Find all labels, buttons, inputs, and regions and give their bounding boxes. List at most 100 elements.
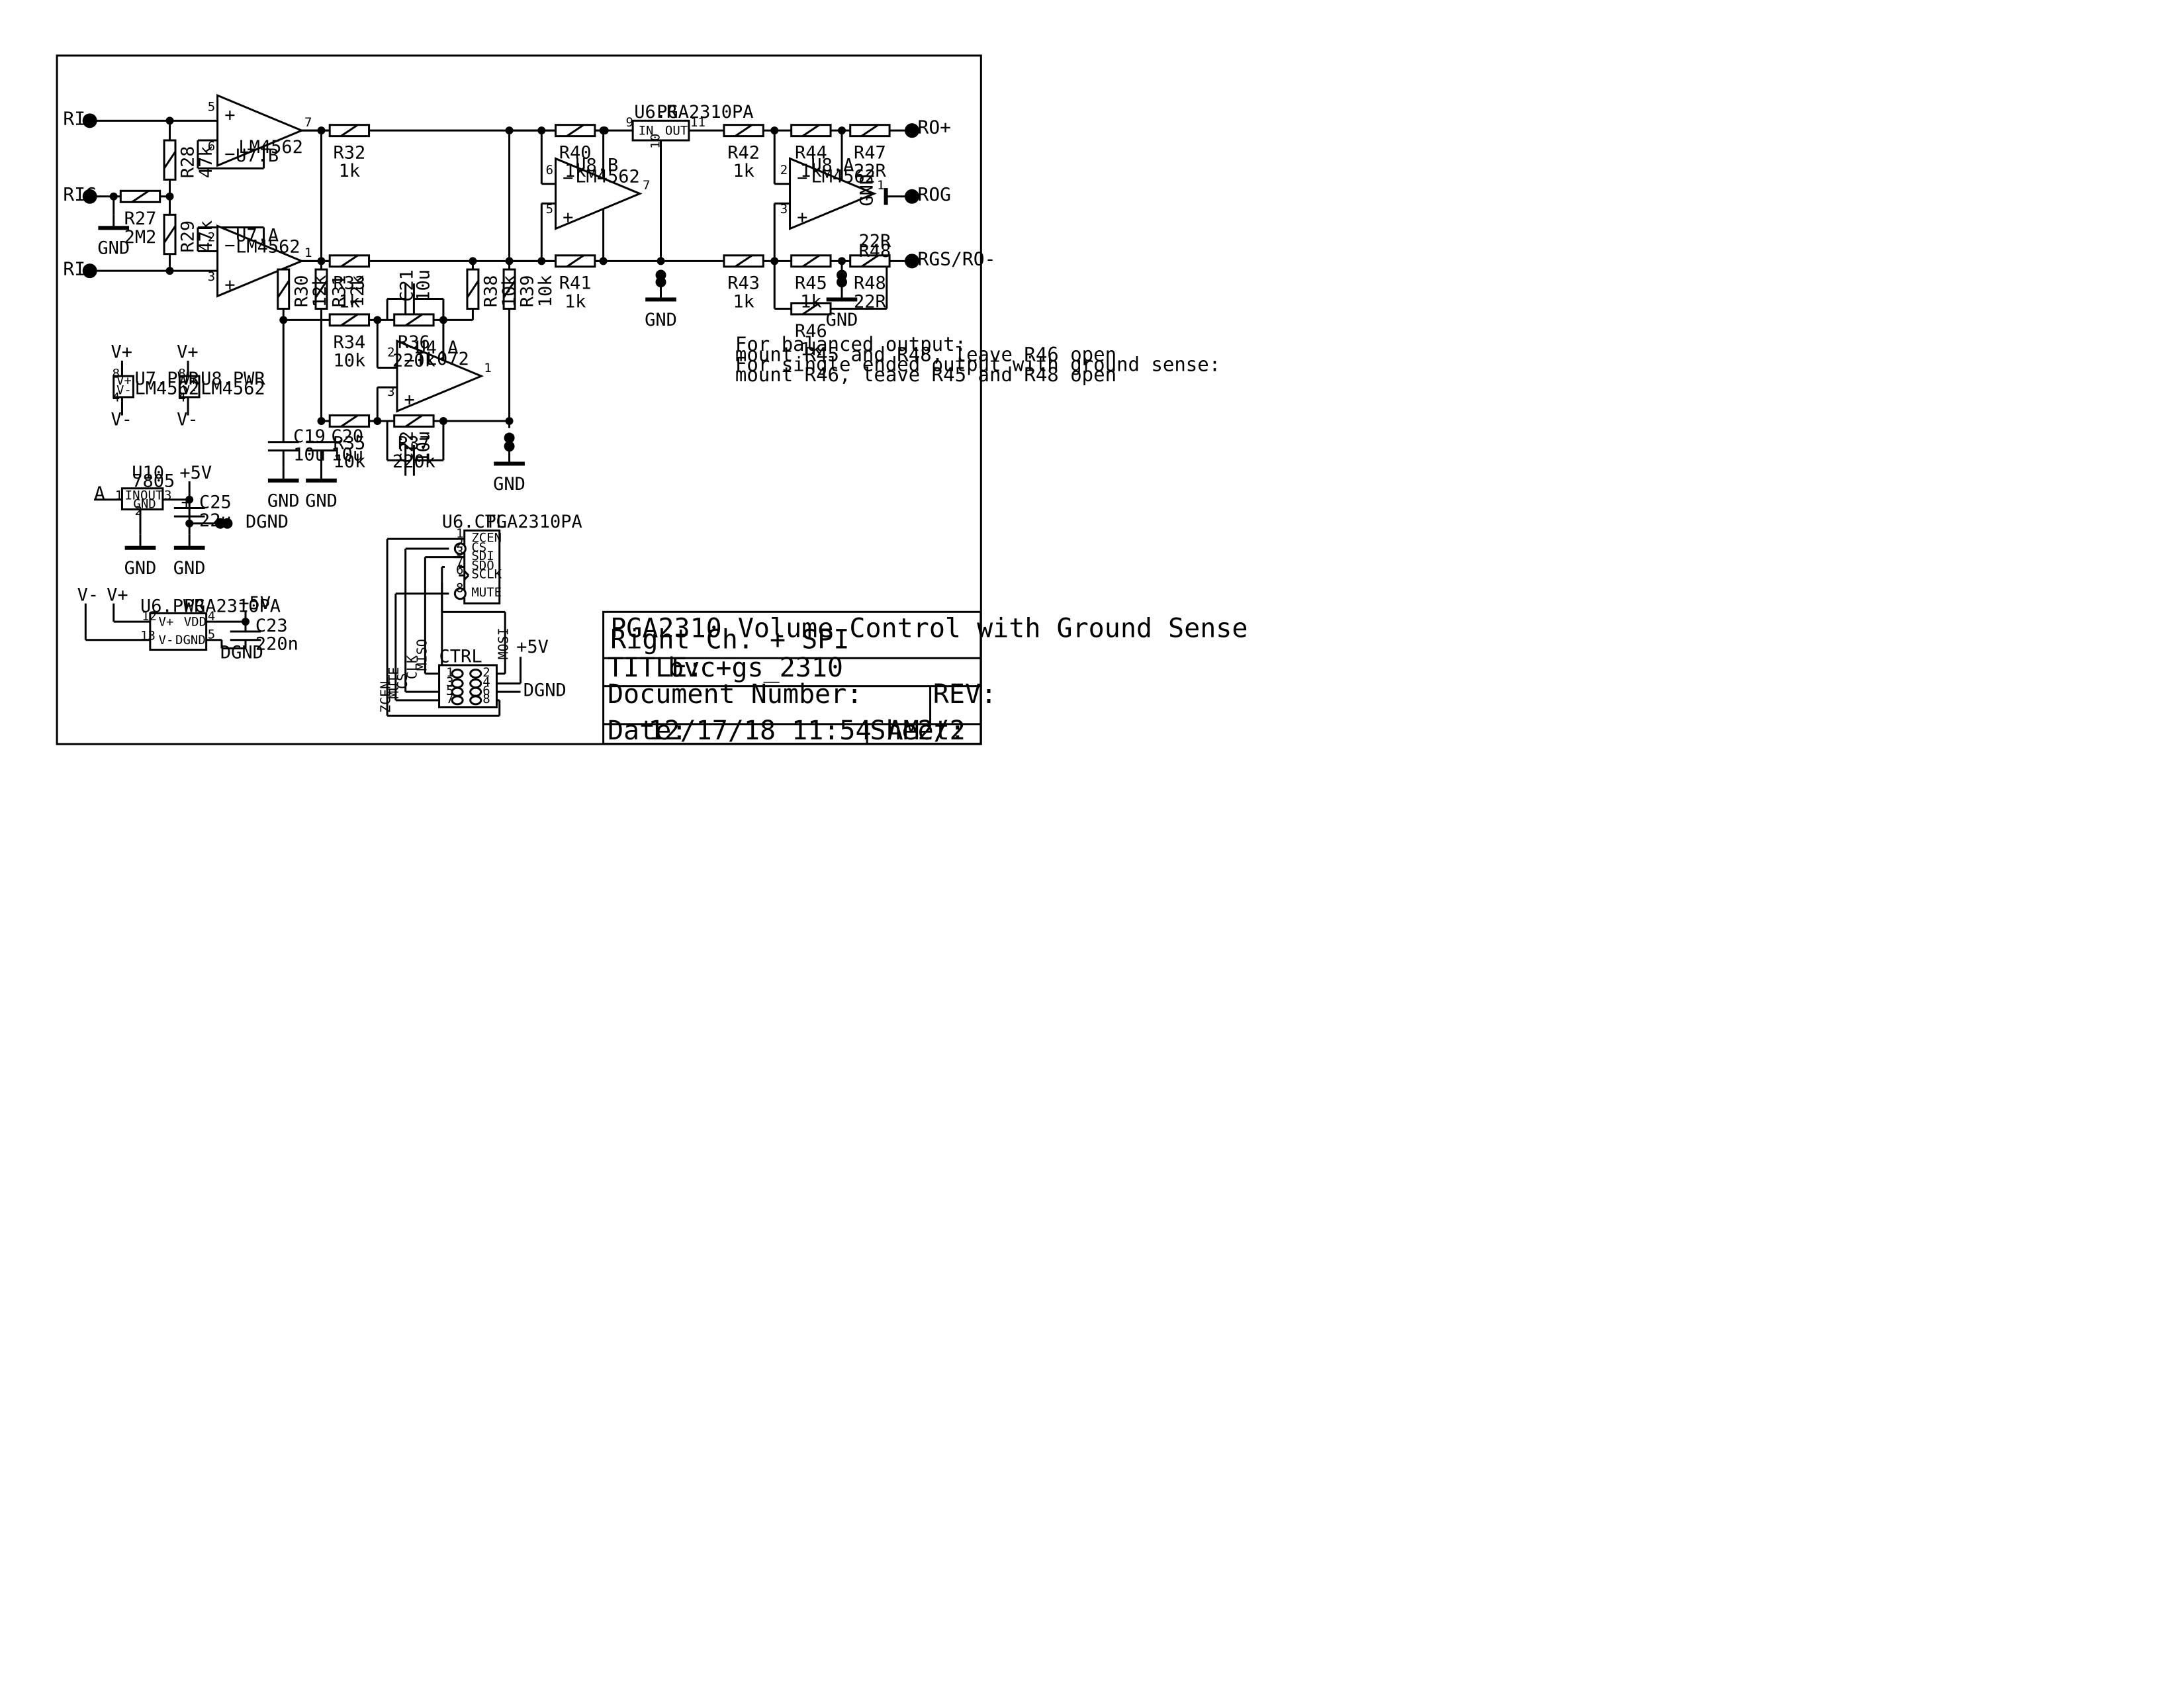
- opamp-ref: U7.B: [236, 146, 279, 166]
- resistor-ref: R30: [291, 275, 312, 307]
- inverting-input-sign: −: [563, 168, 573, 189]
- resistor-r38: [466, 268, 480, 310]
- ground-regulator: [124, 534, 156, 550]
- pga-ref: U6.R: [634, 102, 678, 122]
- inverting-input-sign: −: [797, 168, 807, 189]
- resistor-r30: [277, 268, 291, 310]
- pga-pin-mute: MUTE: [471, 585, 502, 600]
- opamp-ref: U8.A: [811, 156, 854, 176]
- connector-signal: MOSI: [495, 628, 511, 659]
- opamp-u4-a: [396, 339, 484, 413]
- resistor-value: 1k: [733, 291, 754, 312]
- pin-number: 5: [208, 99, 215, 114]
- power-unit-part: LM4562: [135, 379, 200, 399]
- pga-ref: U6.PWR: [140, 596, 205, 616]
- regulator-in-label: IN: [125, 489, 140, 503]
- resistor-ref: R27: [124, 209, 157, 229]
- noninverting-input-sign: +: [404, 390, 415, 410]
- port-ro-plus: RO+: [917, 116, 951, 138]
- resistor-r45: [790, 254, 832, 268]
- pin-number: 5: [446, 683, 453, 698]
- pin-number: 4: [208, 609, 215, 624]
- capacitor-c21: [404, 283, 415, 314]
- pin-number: 3: [208, 269, 215, 284]
- title-block: [602, 610, 982, 745]
- resistor-ref: R46: [795, 321, 827, 342]
- capacitor-ref: C23: [255, 616, 288, 636]
- noninverting-input-sign: +: [224, 105, 235, 125]
- ground-r45: [826, 286, 858, 302]
- port-ri-plus: RI+: [63, 108, 97, 130]
- capacitor-c22: [404, 445, 415, 476]
- resistor-ref: R41: [559, 273, 592, 294]
- polarity-mark: +: [181, 492, 191, 512]
- pin-number: 6: [208, 139, 215, 154]
- opamp-u8-a: [789, 157, 877, 230]
- connector-signal: CS: [394, 673, 410, 689]
- pga-vplus-label: V+: [159, 615, 174, 630]
- power-unit-u8-pwr: [178, 360, 201, 416]
- noninverting-input-sign: +: [224, 275, 235, 295]
- ground-label: GND: [493, 474, 525, 494]
- resistor-r27: [119, 189, 161, 203]
- pin-number: 8: [113, 366, 120, 381]
- vplus-label: V+: [107, 585, 128, 605]
- pin-number: 11: [690, 115, 705, 130]
- power-unit-part: LM4562: [201, 379, 265, 399]
- regulator-part: 7805: [132, 471, 175, 492]
- resistor-r34: [328, 313, 371, 327]
- vminus-label: V-: [111, 409, 132, 430]
- title-heading-line2: Right Ch. + SPI: [610, 624, 849, 655]
- pin-number: 2: [135, 504, 142, 518]
- capacitor-ref: C20: [331, 426, 363, 447]
- noninverting-input-sign: +: [797, 207, 807, 228]
- resistor-value: 12k: [347, 275, 368, 307]
- dgnd-label: DGND: [523, 680, 567, 701]
- dgnd-label: DGND: [220, 642, 263, 663]
- connector-signal: ZCEN: [377, 681, 393, 713]
- resistor-value: 10k: [333, 350, 365, 371]
- pga-pin-sclk: SCLK: [471, 567, 502, 581]
- resistor-value: 1k: [800, 339, 822, 359]
- capacitor-value: 220n: [255, 634, 298, 655]
- pga-pin-cs: CS: [471, 540, 486, 555]
- pga-pin-zcen: ZCEN: [471, 530, 502, 545]
- pga2310-right-channel: [631, 119, 690, 142]
- pin-number: 1: [456, 526, 463, 541]
- ground-label: GND: [645, 310, 677, 330]
- plus5v-label: +5V: [179, 463, 212, 483]
- pin-number: 1: [115, 489, 122, 503]
- regulator-7805: [120, 487, 164, 511]
- connector-pin: [469, 678, 482, 688]
- connector-signal: CLK: [404, 655, 420, 679]
- connector-pin: [469, 686, 482, 697]
- title-value: bvc+gs_2310: [668, 653, 843, 683]
- pin-number: 3: [446, 675, 453, 690]
- pin-number: 8: [456, 581, 463, 596]
- resistor-r48: [849, 254, 891, 268]
- resistor-value: 1k: [339, 291, 361, 312]
- pin-number: 6: [546, 163, 553, 177]
- port-terminal-ro-plus: [905, 123, 919, 138]
- pga-part: PGA2310PA: [657, 102, 753, 122]
- capacitor-value: 10u: [293, 444, 326, 465]
- pin-number: 2: [482, 665, 490, 680]
- resistor-r29: [163, 213, 177, 256]
- pga-dgnd-label: DGND: [175, 633, 206, 647]
- resistor-value: 1k: [339, 161, 361, 181]
- opamp-u7-a: [216, 224, 304, 298]
- ground-rog-symbol: [884, 188, 888, 205]
- vplus-label: V+: [111, 342, 132, 363]
- opamp-ref: U4.A: [416, 338, 459, 358]
- power-unit-u7-pwr: [113, 360, 134, 416]
- capacitor-ref: C25: [199, 492, 232, 512]
- junction: [770, 257, 779, 265]
- vminus-label: V-: [177, 409, 199, 430]
- junction: [504, 432, 515, 444]
- pin-number: 7: [304, 115, 312, 130]
- ground-label: GND: [124, 558, 157, 579]
- resistor-r40: [555, 124, 596, 138]
- pga-vminus-label: V-: [159, 633, 174, 647]
- connector-pin: [451, 695, 464, 706]
- resistor-ref: R42: [727, 143, 760, 164]
